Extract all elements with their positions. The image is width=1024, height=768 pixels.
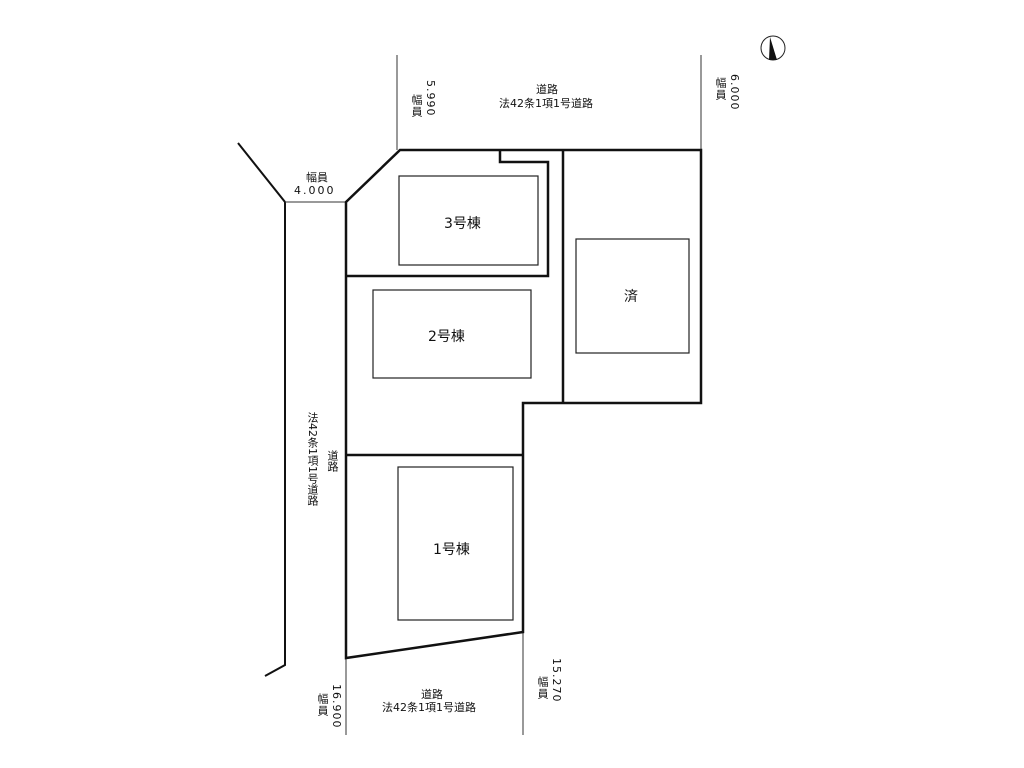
width-left-value: 4.000 xyxy=(294,184,336,197)
building-2 xyxy=(372,289,532,379)
width-bottom-left-label: 幅員 xyxy=(316,693,329,717)
lot-3-boundary xyxy=(346,150,550,278)
bottom-road-name: 道路 xyxy=(421,688,443,701)
top-road-name: 道路 xyxy=(536,83,558,96)
building-1-label: 1号棟 xyxy=(433,542,470,558)
top-road-class: 法42条1項1号道路 xyxy=(499,97,593,110)
bottom-road-class: 法42条1項1号道路 xyxy=(382,701,476,714)
width-left-label: 幅員 xyxy=(306,171,328,184)
width-top-left-label: 幅員 xyxy=(410,94,423,118)
building-3-label: 3号棟 xyxy=(444,216,481,232)
building-done-label: 済 xyxy=(624,289,638,305)
north-arrow-icon xyxy=(760,35,786,61)
width-bottom-right-label: 幅員 xyxy=(536,676,549,700)
left-road-class: 法42条1項1号道路 xyxy=(306,412,319,506)
left-road-outer-line xyxy=(237,142,286,677)
building-done xyxy=(575,238,690,354)
building-2-label: 2号棟 xyxy=(428,329,465,345)
site-boundary xyxy=(344,148,703,660)
left-road-name: 道路 xyxy=(326,450,339,472)
building-1 xyxy=(397,466,514,621)
width-top-left-value: 5.990 xyxy=(424,80,437,117)
width-top-right-value: 6.000 xyxy=(728,74,741,111)
building-3 xyxy=(398,175,539,266)
width-top-right-label: 幅員 xyxy=(714,77,727,101)
width-bottom-right-value: 15.270 xyxy=(550,658,563,703)
width-bottom-left-value: 16.900 xyxy=(330,684,343,729)
